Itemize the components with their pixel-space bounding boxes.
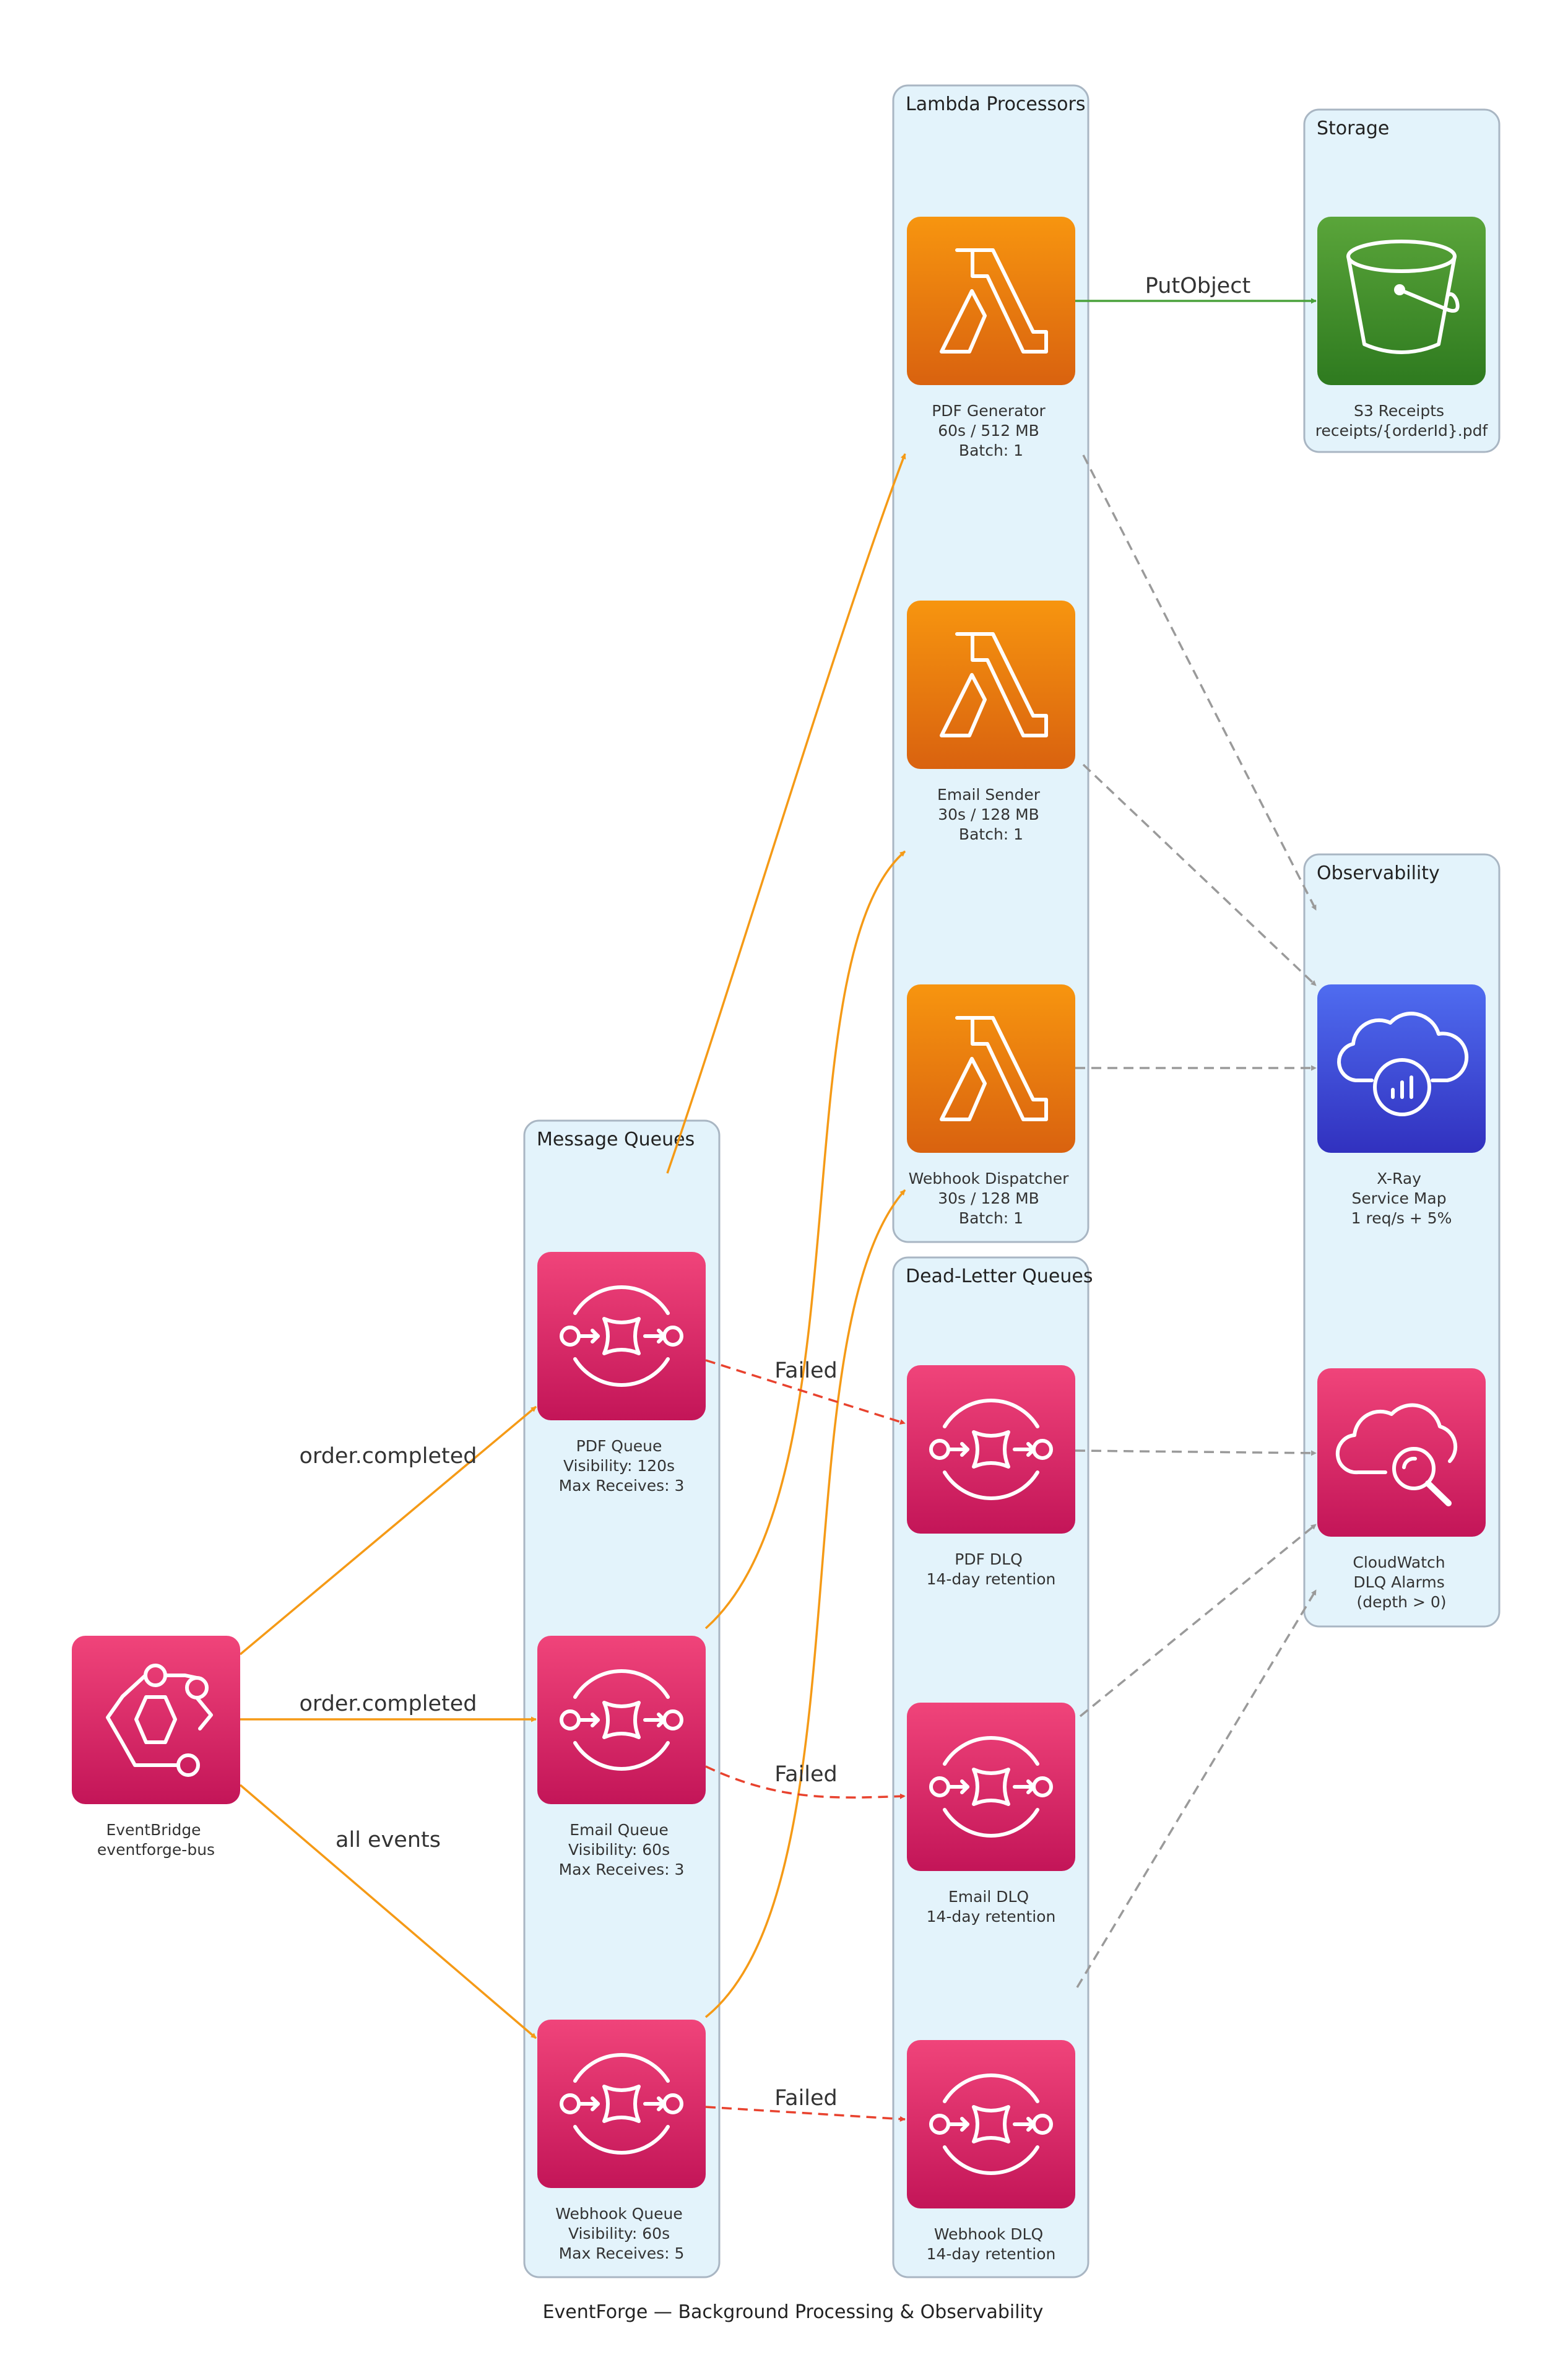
node-pdf-lambda[interactable]: PDF Generator 60s / 512 MB Batch: 1 bbox=[907, 217, 1075, 459]
node-label-pdf-queue: PDF Queue Visibility: 120s Max Receives:… bbox=[559, 1437, 685, 1495]
edges bbox=[239, 298, 1317, 2122]
edge-eventbridge-webhook-queue bbox=[239, 1784, 537, 2039]
node-label-email-dlq: Email DLQ 14-day retention bbox=[927, 1888, 1056, 1926]
node-label-cloudwatch: CloudWatch DLQ Alarms (depth > 0) bbox=[1353, 1553, 1450, 1611]
node-label-s3: S3 Receipts receipts/{orderId}.pdf bbox=[1315, 402, 1489, 440]
edge-label-email-failed: Failed bbox=[774, 1762, 838, 1787]
cluster-title-storage: Storage bbox=[1317, 118, 1389, 139]
eventbridge-icon bbox=[106, 1664, 213, 1777]
xray-cloud-icon bbox=[1337, 1012, 1469, 1116]
edge-label-webhook-failed: Failed bbox=[774, 2086, 838, 2111]
node-s3-receipts[interactable]: S3 Receipts receipts/{orderId}.pdf bbox=[1315, 217, 1489, 440]
node-email-dlq[interactable]: Email DLQ 14-day retention bbox=[907, 1703, 1075, 1926]
node-label-webhook-queue: Webhook Queue Visibility: 60s Max Receiv… bbox=[555, 2205, 687, 2262]
cloudwatch-icon bbox=[1335, 1403, 1458, 1506]
node-label-pdf-lambda: PDF Generator 60s / 512 MB Batch: 1 bbox=[932, 402, 1050, 459]
s3-bucket-icon bbox=[1346, 240, 1460, 354]
edge-pdf-lambda-xray bbox=[1082, 454, 1317, 911]
node-label-webhook-dlq: Webhook DLQ 14-day retention bbox=[927, 2225, 1056, 2263]
edge-webhook-queue-webhook-dlq bbox=[705, 2106, 906, 2122]
edge-pdf-dlq-cloudwatch bbox=[1075, 1449, 1317, 1456]
cluster-title-message-queues: Message Queues bbox=[537, 1129, 695, 1150]
node-label-xray: X-Ray Service Map 1 req/s + 5% bbox=[1351, 1170, 1452, 1227]
sqs-queue-icon bbox=[929, 1736, 1053, 1838]
node-label-email-queue: Email Queue Visibility: 60s Max Receives… bbox=[559, 1821, 685, 1878]
node-email-queue[interactable]: Email Queue Visibility: 60s Max Receives… bbox=[537, 1636, 706, 1878]
node-pdf-dlq[interactable]: PDF DLQ 14-day retention bbox=[907, 1365, 1075, 1588]
edge-pdf-queue-pdf-lambda bbox=[666, 453, 906, 1174]
sqs-queue-icon bbox=[929, 1399, 1053, 1500]
node-webhook-lambda[interactable]: Webhook Dispatcher 30s / 128 MB Batch: 1 bbox=[907, 984, 1075, 1227]
edge-pdf-queue-pdf-dlq bbox=[705, 1359, 906, 1425]
edge-webhook-queue-webhook-lambda bbox=[704, 1189, 906, 2018]
node-webhook-dlq[interactable]: Webhook DLQ 14-day retention bbox=[907, 2040, 1075, 2263]
node-pdf-queue[interactable]: PDF Queue Visibility: 120s Max Receives:… bbox=[537, 1252, 706, 1495]
node-cloudwatch[interactable]: CloudWatch DLQ Alarms (depth > 0) bbox=[1317, 1368, 1486, 1611]
node-label-webhook-lambda: Webhook Dispatcher 30s / 128 MB Batch: 1 bbox=[909, 1170, 1074, 1227]
cluster-title-dead-letter-queues: Dead-Letter Queues bbox=[906, 1266, 1093, 1287]
edge-label-eb-email: order.completed bbox=[300, 1691, 477, 1716]
node-label-eventbridge: EventBridge eventforge-bus bbox=[97, 1821, 215, 1859]
lambda-icon bbox=[940, 1016, 1048, 1121]
sqs-queue-icon bbox=[560, 2053, 683, 2155]
lambda-icon bbox=[940, 632, 1048, 737]
cluster-title-lambda-processors: Lambda Processors bbox=[906, 93, 1085, 115]
edge-email-queue-email-lambda bbox=[704, 850, 906, 1630]
node-label-email-lambda: Email Sender 30s / 128 MB Batch: 1 bbox=[937, 786, 1045, 843]
node-webhook-queue[interactable]: Webhook Queue Visibility: 60s Max Receiv… bbox=[537, 2020, 706, 2262]
sqs-queue-icon bbox=[929, 2073, 1053, 2175]
node-label-pdf-dlq: PDF DLQ 14-day retention bbox=[927, 1550, 1056, 1588]
edge-email-queue-email-dlq bbox=[705, 1765, 906, 1799]
lambda-icon bbox=[940, 248, 1048, 354]
edge-label-eb-pdf: order.completed bbox=[300, 1444, 477, 1469]
edge-webhook-dlq-cloudwatch bbox=[1076, 1589, 1317, 1988]
edge-label-pdf-failed: Failed bbox=[774, 1358, 838, 1383]
sqs-queue-icon bbox=[560, 1669, 683, 1771]
node-eventbridge[interactable]: EventBridge eventforge-bus bbox=[72, 1636, 240, 1859]
edge-label-put-object: PutObject bbox=[1145, 274, 1250, 298]
cluster-title-observability: Observability bbox=[1317, 862, 1440, 884]
edge-labels: order.completed order.completed all even… bbox=[300, 274, 1251, 2111]
edge-eventbridge-pdf-queue bbox=[239, 1405, 537, 1656]
node-xray[interactable]: X-Ray Service Map 1 req/s + 5% bbox=[1317, 984, 1486, 1227]
edge-email-dlq-cloudwatch bbox=[1079, 1523, 1317, 1717]
node-email-lambda[interactable]: Email Sender 30s / 128 MB Batch: 1 bbox=[907, 601, 1075, 843]
sqs-queue-icon bbox=[560, 1285, 683, 1387]
edge-email-lambda-xray bbox=[1082, 763, 1317, 987]
diagram-caption: EventForge — Background Processing & Obs… bbox=[543, 2301, 1044, 2323]
edge-label-eb-webhook: all events bbox=[336, 1828, 441, 1852]
